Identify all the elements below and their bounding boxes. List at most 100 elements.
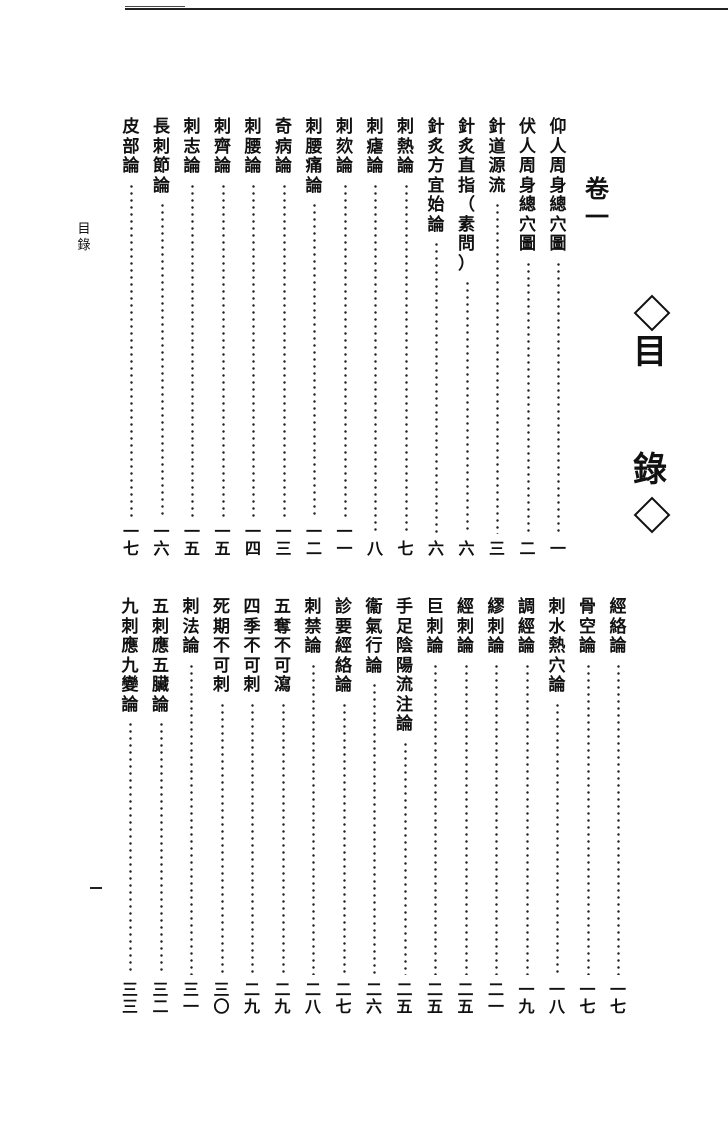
toc-entry-page: 一三 [275,522,292,558]
toc-entry-title: 經刺論 [457,597,474,656]
leader-dots [435,241,438,534]
toc-entry-title: 針炙方宜始論 [427,117,445,235]
toc-entry-title: 骨空論 [579,597,596,656]
toc-entry-page: 六 [458,539,475,558]
toc-entry: 刺禁論二八 [302,597,324,1015]
toc-entry: 骨空論一七 [577,597,599,1016]
toc-entry: 五奪不可瀉二九 [272,597,294,1016]
toc-entry-title: 經絡論 [609,597,627,656]
leader-dots [251,701,254,975]
leader-dots [373,682,376,975]
toc-entry: 皮部論一七 [120,117,142,557]
leader-dots [495,662,498,975]
toc-entry: 手足陰陽流注論二五 [394,597,416,1016]
leader-dots [557,260,560,534]
toc-entry-page: 一五 [214,522,231,558]
toc-entry-title: 刺齊論 [214,117,231,176]
toc-entry: 刺熱論七 [395,117,417,557]
toc-entry-page: 三〇 [213,980,230,1016]
toc-entry: 五刺應五臟論三二 [150,597,172,1016]
toc-entry-page: 一七 [609,980,626,1016]
leader-dots [464,662,468,975]
toc-entry-page: 八 [366,539,383,558]
toc-entry: 刺齊論一五 [212,117,234,558]
leader-dots [525,662,529,975]
toc-entry-title: 刺禁論 [304,597,322,656]
leader-dots [526,260,530,534]
leader-dots [342,701,346,975]
toc-entry: 針炙方宜始論六 [425,117,447,558]
toc-entry-page: 一七 [579,980,596,1016]
toc-entry-page: 二五 [396,980,413,1016]
toc-entry-page: 一八 [548,980,565,1016]
leader-dots [434,662,437,975]
top-rule [125,8,728,10]
toc-entry-title: 刺水熱穴論 [548,597,566,695]
toc-entry-page: 一六 [153,522,170,558]
toc-entry-page: 三一 [182,980,199,1016]
toc-entry: 衞氣行論二六 [363,597,385,1016]
toc-entry: 刺法論三一 [180,597,202,1016]
toc-entry-page: 二五 [457,980,474,1016]
toc-entry: 四季不可刺二九 [241,597,263,1016]
toc-entry-title: 繆刺論 [487,597,505,656]
toc-entry: 經絡論一七 [607,597,629,1016]
leader-dots [220,701,224,975]
margin-mark [90,887,102,889]
leader-dots [159,721,163,975]
toc-entry-title: 五刺應五臟論 [152,597,169,715]
volume-label: 卷 一 [582,175,612,231]
leader-dots [586,662,590,975]
toc-entry-title: 調經論 [518,597,535,656]
toc-entry-title: 伏人周身總穴圖 [519,117,536,254]
toc-entry-title: 刺腰論 [244,117,262,176]
running-header-char: 目 [77,222,91,237]
leader-dots [312,662,315,975]
top-rule-short [125,6,185,7]
toc-entry: 刺志論一五 [181,117,203,557]
toc-entry-page: 二七 [335,980,352,1016]
toc-entry-title: 針炙直指（素問） [458,117,475,274]
toc-entry-page: 二六 [365,980,382,1016]
toc-entry: 經刺論二五 [455,597,477,1016]
toc-entry-page: 三二 [152,980,169,1016]
toc-entry-page: 六 [427,539,444,558]
toc-entry-title: 針道源流 [488,117,506,196]
toc-entry-page: 二九 [243,980,260,1016]
leader-dots [190,662,193,975]
toc-entry: 針炙直指（素問） 六 [456,117,478,558]
leader-dots [281,701,285,975]
toc-entry-page: 二九 [274,980,291,1016]
toc-entry: 刺腰痛論一二 [303,117,325,557]
toc-entry-page: 一一 [336,522,353,558]
toc-entry: 繆刺論二一 [485,597,507,1015]
toc-entry-title: 刺志論 [183,117,201,176]
toc-entry-page: 二五 [426,980,443,1016]
toc-entry: 巨刺論二五 [424,597,446,1016]
toc-entry-title: 衞氣行論 [365,597,383,676]
toc-entry-title: 死期不可刺 [213,597,230,695]
toc-entry-page: 三 [488,539,505,558]
toc-entry-page: 一九 [518,980,535,1016]
toc-entry-page: 一 [549,539,566,558]
toc-entry: 奇病論一三 [273,117,295,558]
toc-entry-title: 診要經絡論 [335,597,352,695]
leader-dots [282,182,286,517]
toc-entry-title: 四季不可刺 [243,597,261,695]
toc-entry-title: 九刺應九變論 [121,597,139,715]
toc-entry: 刺瘧論八 [364,117,386,558]
volume-char: 一 [585,202,609,231]
leader-dots [129,721,132,975]
leader-dots [252,182,255,517]
title-char: 錄 [633,450,667,490]
leader-dots [191,182,194,517]
leader-dots [374,182,377,534]
toc-entry: 針道源流三 [486,117,508,558]
leader-dots [496,202,499,534]
toc-entry-title: 刺法論 [182,597,200,656]
leader-dots [556,701,559,975]
toc-entry-title: 仰人周身總穴圖 [549,117,567,254]
diamond-icon [633,294,671,332]
leader-dots [617,662,620,975]
toc-entry-page: 三三 [121,980,138,1016]
